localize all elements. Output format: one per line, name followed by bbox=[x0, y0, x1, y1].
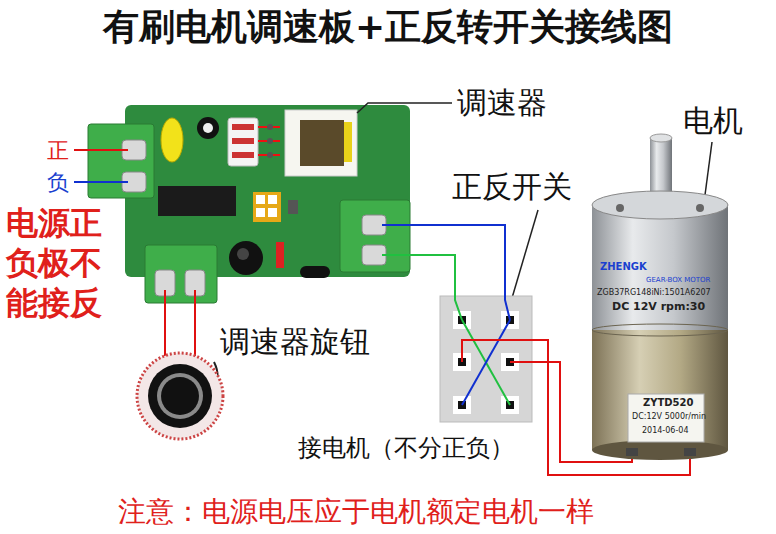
sticker-text: DC:12V 5000r/min bbox=[632, 412, 706, 421]
polarity-label: 正 bbox=[47, 138, 69, 163]
callout-label: 调速器旋钮 bbox=[220, 325, 370, 360]
note-caption: 注意：电源电压应于电机额定电机一样 bbox=[118, 496, 594, 528]
motor-marking: ZGB37RG148iNi:1501A6207 bbox=[597, 288, 711, 297]
motor-marking: DC 12V rpm:30 bbox=[612, 301, 705, 314]
callout-label: 电机 bbox=[683, 104, 743, 139]
capacitor bbox=[161, 118, 183, 162]
speed-controller bbox=[285, 110, 357, 176]
power-terminal bbox=[88, 124, 154, 198]
diagram-title: 有刷电机调速板+正反转开关接线图 bbox=[103, 6, 673, 47]
sticker-text: ZYTD520 bbox=[643, 397, 694, 409]
polarity-label: 负 bbox=[47, 170, 69, 195]
motor-marking: GEAR-BOX MOTOR bbox=[646, 276, 710, 284]
warning-note: 电源正负极不能接反 bbox=[6, 203, 110, 323]
knob-terminal bbox=[145, 245, 217, 303]
speed-knob bbox=[137, 353, 223, 439]
reversing-switch bbox=[440, 296, 532, 422]
callout-label: 调速器 bbox=[457, 86, 547, 121]
callout-label: 正反开关 bbox=[452, 170, 572, 205]
ic-chip bbox=[158, 186, 236, 216]
brand-label: ZHENGK bbox=[600, 261, 647, 273]
sticker-text: 2014-06-04 bbox=[642, 426, 689, 435]
electrolytic-capacitor bbox=[229, 241, 263, 275]
motor-body bbox=[592, 330, 728, 450]
output-terminal bbox=[340, 200, 410, 272]
wiring-note: 接电机（不分正负） bbox=[298, 435, 514, 463]
gearbox bbox=[592, 205, 728, 330]
